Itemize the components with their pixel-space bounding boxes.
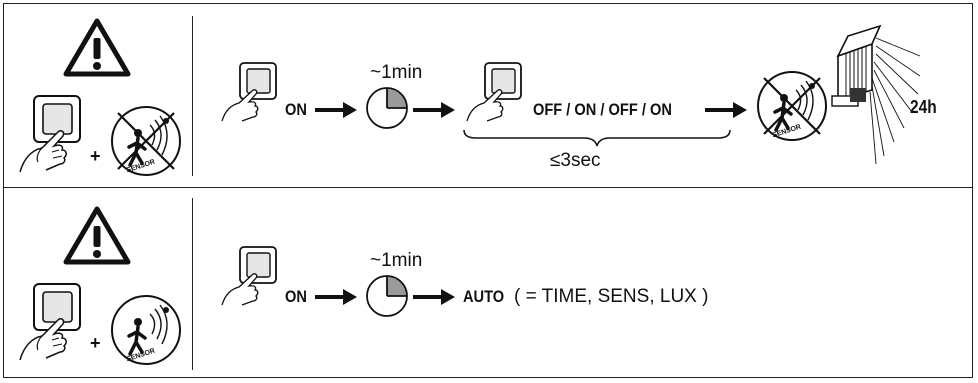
arrow-right-icon [413,289,455,305]
motion-sensor-icon [757,71,827,141]
motion-sensor-icon [111,295,181,365]
arrow-right-icon [705,102,747,118]
motion-sensor-icon [111,106,181,176]
auto-mode-label: AUTO [463,287,505,306]
clock-icon [366,87,408,129]
row-divider [3,187,973,188]
column-divider-top [192,16,193,176]
time-brace [463,129,731,147]
light-switch-icon [221,62,277,122]
light-switch-icon [221,246,277,306]
auto-mode-detail: ( = TIME, SENS, LUX ) [514,286,709,307]
light-switch-icon [19,283,81,361]
clock-icon [366,275,408,317]
diagram-frame [3,3,973,378]
plus-sign: + [90,333,101,353]
wait-time-label: ~1min [370,250,423,271]
arrow-right-icon [315,289,357,305]
light-switch-icon [19,95,81,173]
floodlight-icon [831,24,921,165]
arrow-right-icon [315,102,357,118]
result-24h-label: 24h [910,97,937,117]
sequence-time-label: ≤3sec [550,150,601,171]
column-divider-bottom [192,198,193,370]
warning-icon [63,206,131,265]
step-on-label: ON [285,287,307,306]
warning-icon [63,18,131,77]
step-on-label: ON [285,100,307,119]
light-switch-icon [466,62,522,122]
wait-time-label: ~1min [370,62,423,83]
arrow-right-icon [413,102,455,118]
plus-sign: + [90,146,101,166]
switch-sequence-label: OFF / ON / OFF / ON [533,100,672,119]
